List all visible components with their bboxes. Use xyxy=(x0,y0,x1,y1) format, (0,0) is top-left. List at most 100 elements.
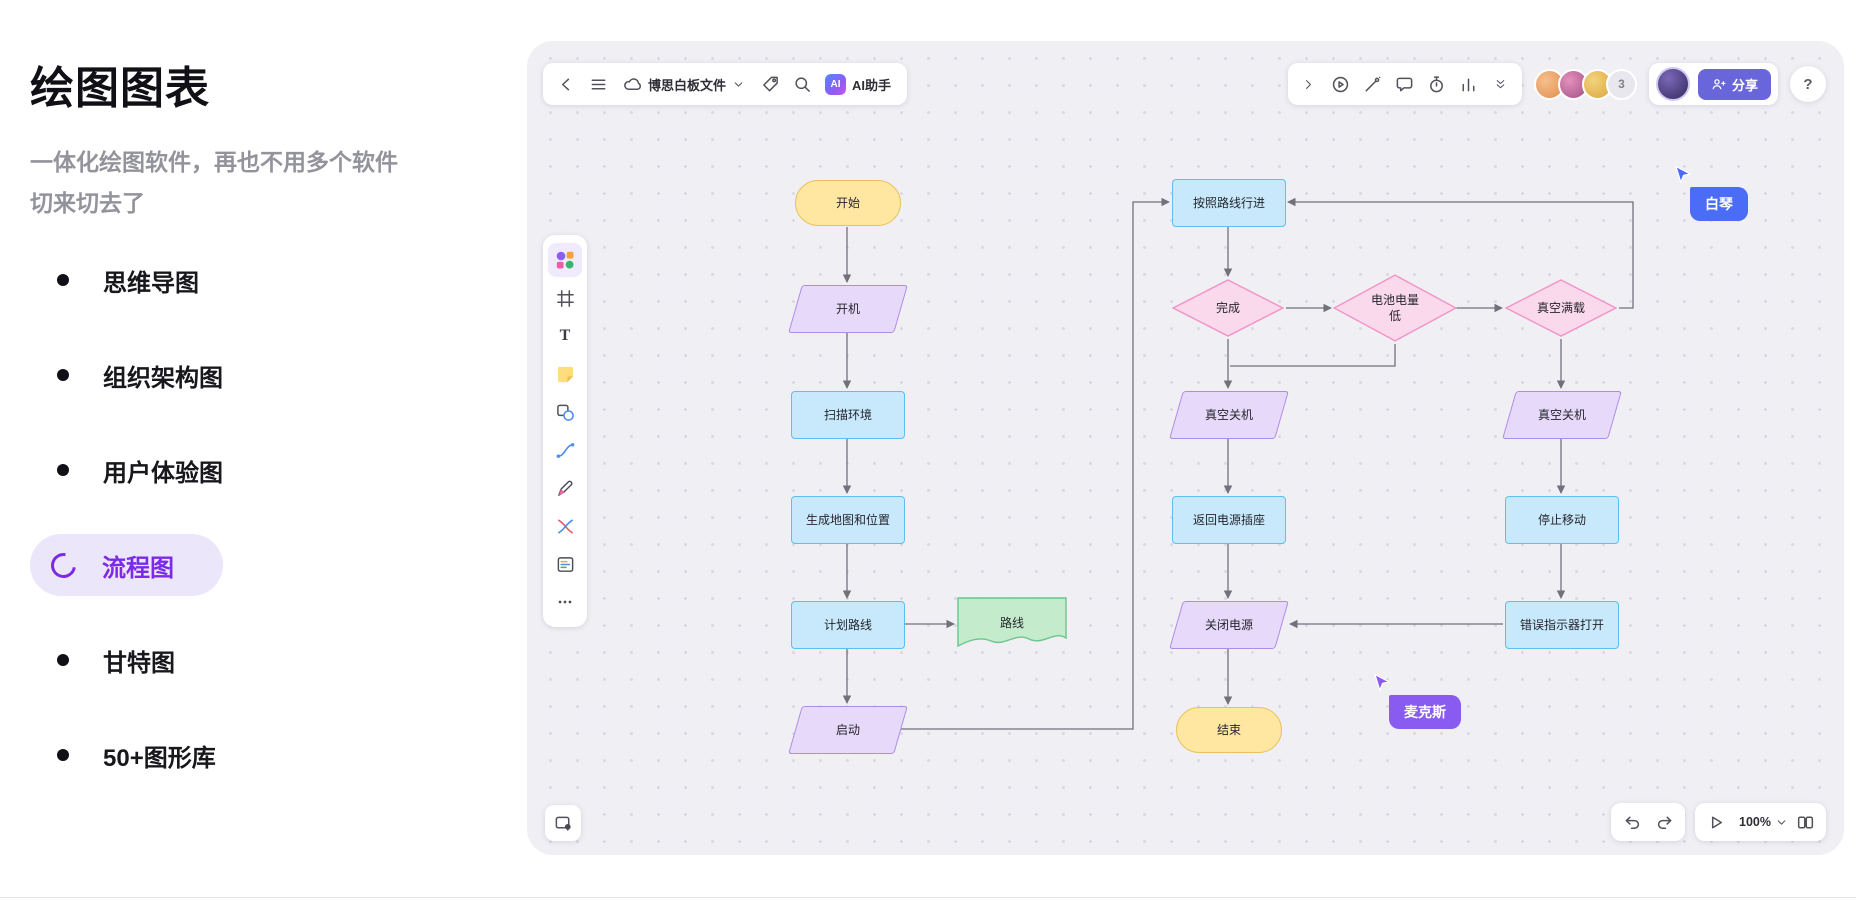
shapes-icon xyxy=(556,404,574,421)
collab-tools-bar xyxy=(1287,63,1522,105)
node-label: 开始 xyxy=(835,195,860,210)
share-label: 分享 xyxy=(1731,77,1758,93)
flow-node-plan-route[interactable]: 计划路线 xyxy=(791,601,905,649)
play-demo-button[interactable] xyxy=(1326,69,1356,99)
document-shape xyxy=(957,597,1067,648)
shapes-tool-button[interactable] xyxy=(548,395,582,429)
connector-icon xyxy=(556,442,574,458)
minimap-button[interactable] xyxy=(545,805,581,841)
feature-item-flowchart-active[interactable]: 流程图 xyxy=(30,534,223,596)
frame-icon xyxy=(556,289,574,307)
search-button[interactable] xyxy=(787,69,817,99)
collaborator-avatars[interactable]: 3 xyxy=(1533,68,1637,100)
flow-node-launch[interactable]: 启动 xyxy=(788,706,908,754)
cursor-name-label: 麦克斯 xyxy=(1389,695,1461,729)
flow-node-end[interactable]: 结束 xyxy=(1176,707,1282,753)
flow-node-error-indicator[interactable]: 错误指示器打开 xyxy=(1505,601,1619,649)
account-share-group: 分享 xyxy=(1648,63,1778,105)
undo-button[interactable] xyxy=(1617,807,1647,837)
zoom-level[interactable]: 100% xyxy=(1739,815,1771,829)
flow-node-start[interactable]: 开始 xyxy=(795,180,901,226)
flow-node-done[interactable]: 完成 xyxy=(1172,279,1284,337)
pages-button[interactable] xyxy=(1790,807,1820,837)
mindmap-tool-button[interactable] xyxy=(548,509,582,543)
bullet-icon xyxy=(57,369,69,381)
ai-assistant-button[interactable]: AI AI助手 xyxy=(819,73,899,95)
collapse-toolbar-button[interactable] xyxy=(1294,69,1324,99)
file-name-menu[interactable]: 博思白板文件 xyxy=(615,75,753,94)
flow-node-vacuum-off-left[interactable]: 真空关机 xyxy=(1169,391,1289,439)
flow-node-scan-env[interactable]: 扫描环境 xyxy=(791,391,905,439)
card-tool-button[interactable] xyxy=(548,547,582,581)
tag-button[interactable] xyxy=(755,69,785,99)
node-label: 结束 xyxy=(1216,722,1241,737)
current-user-avatar[interactable] xyxy=(1655,67,1690,101)
flow-node-battery-low[interactable]: 电池电量低 xyxy=(1333,274,1457,342)
flow-node-gen-map[interactable]: 生成地图和位置 xyxy=(791,496,905,544)
more-tools-button[interactable] xyxy=(1486,69,1516,99)
whiteboard-canvas[interactable]: 开始 开机 扫描环境 生成地图和位置 计划路线 路线 启动 按照路线行进 xyxy=(527,41,1844,855)
share-button[interactable]: 分享 xyxy=(1697,68,1771,100)
help-button[interactable]: ? xyxy=(1790,66,1826,102)
share-user-icon xyxy=(1712,78,1726,89)
cloud-icon xyxy=(624,77,641,90)
pen-tool-button[interactable] xyxy=(548,471,582,505)
tag-icon xyxy=(762,76,778,91)
more-dots-icon xyxy=(558,600,572,604)
feature-label: 流程图 xyxy=(102,554,174,582)
node-label: 关闭电源 xyxy=(1204,617,1253,632)
feature-item-orgchart[interactable]: 组织架构图 xyxy=(57,347,223,403)
zoom-chevron-down-icon[interactable] xyxy=(1775,816,1788,829)
template-icon xyxy=(556,251,574,269)
laser-pointer-icon xyxy=(1366,76,1381,91)
feature-item-shape-library[interactable]: 50+图形库 xyxy=(57,727,223,783)
feature-list: 思维导图 组织架构图 用户体验图 流程图 甘特图 50+图形库 xyxy=(30,252,223,822)
feature-item-mindmap[interactable]: 思维导图 xyxy=(57,252,223,308)
flow-node-power-off[interactable]: 关闭电源 xyxy=(1169,601,1289,649)
board-header-left-toolbar: 博思白板文件 AI AI助手 xyxy=(543,63,908,105)
chart-button[interactable] xyxy=(1454,69,1484,99)
diamond-shape xyxy=(1172,279,1284,337)
comment-button[interactable] xyxy=(1390,69,1420,99)
redo-icon xyxy=(1657,816,1671,829)
chevron-right-icon xyxy=(1306,79,1312,89)
sticky-note-tool-button[interactable] xyxy=(548,357,582,391)
flow-node-vacuum-full[interactable]: 真空满载 xyxy=(1505,279,1617,337)
present-button[interactable] xyxy=(1701,807,1731,837)
flow-node-vacuum-off-right[interactable]: 真空关机 xyxy=(1502,391,1622,439)
flow-edge[interactable] xyxy=(1230,344,1396,367)
flow-node-stop-moving[interactable]: 停止移动 xyxy=(1505,496,1619,544)
template-tool-button[interactable] xyxy=(548,243,582,277)
node-label: 生成地图和位置 xyxy=(805,512,890,527)
feature-label: 思维导图 xyxy=(103,269,199,297)
connector-tool-button[interactable] xyxy=(548,433,582,467)
flow-node-route-doc[interactable]: 路线 xyxy=(957,597,1067,649)
collaborator-count-badge[interactable]: 3 xyxy=(1605,68,1637,100)
comment-icon xyxy=(1397,77,1413,91)
feature-item-uxmap[interactable]: 用户体验图 xyxy=(57,442,223,498)
undo-redo-group xyxy=(1611,803,1686,841)
subtitle-line-2: 切来切去了 xyxy=(30,190,145,216)
flow-node-power-on[interactable]: 开机 xyxy=(788,285,908,333)
frame-tool-button[interactable] xyxy=(548,281,582,315)
timer-button[interactable] xyxy=(1422,69,1452,99)
search-icon xyxy=(794,76,810,92)
text-tool-button[interactable]: T xyxy=(548,319,582,353)
feature-label: 50+图形库 xyxy=(103,744,216,772)
laser-pointer-button[interactable] xyxy=(1358,69,1388,99)
node-label: 返回电源插座 xyxy=(1192,512,1265,527)
node-label: 完成 xyxy=(1215,300,1240,315)
main-menu-button[interactable] xyxy=(583,69,613,99)
mindmap-icon xyxy=(557,519,573,533)
ai-logo-icon: AI xyxy=(825,73,847,95)
flow-edge[interactable] xyxy=(901,197,1170,730)
page-title: 绘图图表 xyxy=(30,64,210,113)
redo-button[interactable] xyxy=(1649,807,1679,837)
feature-item-gantt[interactable]: 甘特图 xyxy=(57,632,223,688)
flow-node-return-dock[interactable]: 返回电源插座 xyxy=(1172,496,1286,544)
play-circle-icon xyxy=(1333,76,1349,92)
more-tools-sidebar-button[interactable] xyxy=(548,585,582,619)
flow-node-follow-route[interactable]: 按照路线行进 xyxy=(1172,179,1286,227)
node-label: 真空满载 xyxy=(1536,300,1585,315)
back-button[interactable] xyxy=(551,69,581,99)
